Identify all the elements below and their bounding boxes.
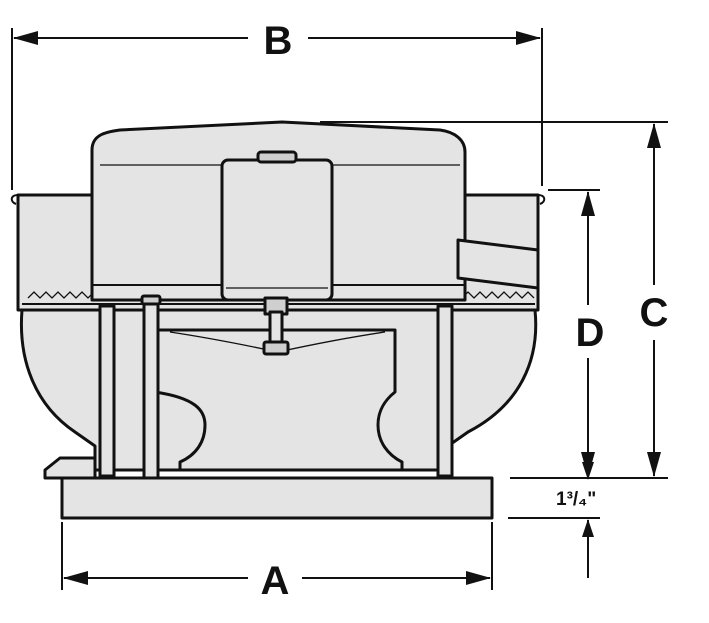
dim-b-arrow-right [516, 31, 541, 45]
shroud-lip-left [10, 194, 19, 205]
motor-shaft [268, 310, 284, 344]
dim-offset-arrow-bottom [582, 519, 594, 537]
dim-d-arrow-top [581, 191, 595, 216]
support-post-right [436, 304, 454, 478]
dim-a-arrow-left [63, 571, 88, 585]
bolt-head [140, 294, 162, 306]
shroud-lip-right [537, 194, 546, 205]
label-d: D [576, 311, 605, 355]
dim-b-arrow-left [13, 31, 38, 45]
dim-offset-arrow-top [582, 462, 594, 480]
dim-c-arrow-bottom [647, 452, 661, 477]
label-c: C [640, 291, 669, 335]
label-a: A [261, 559, 290, 603]
support-post-left [98, 304, 116, 478]
label-offset: 1³/₄" [556, 489, 596, 510]
curb-flange [43, 456, 97, 480]
dim-a-arrow-right [466, 571, 491, 585]
curb-base [60, 476, 494, 520]
shaft-hub [262, 340, 290, 356]
fan-housing [153, 328, 404, 472]
dimensions [11, 28, 668, 590]
support-bolt [142, 298, 160, 480]
motor-cap [256, 150, 298, 164]
motor [220, 158, 334, 302]
fan-drawing [10, 120, 546, 520]
breather-tube [456, 238, 540, 290]
bird-screen-right [461, 291, 535, 299]
label-b: B [264, 19, 293, 63]
dim-c-arrow-top [647, 123, 661, 148]
